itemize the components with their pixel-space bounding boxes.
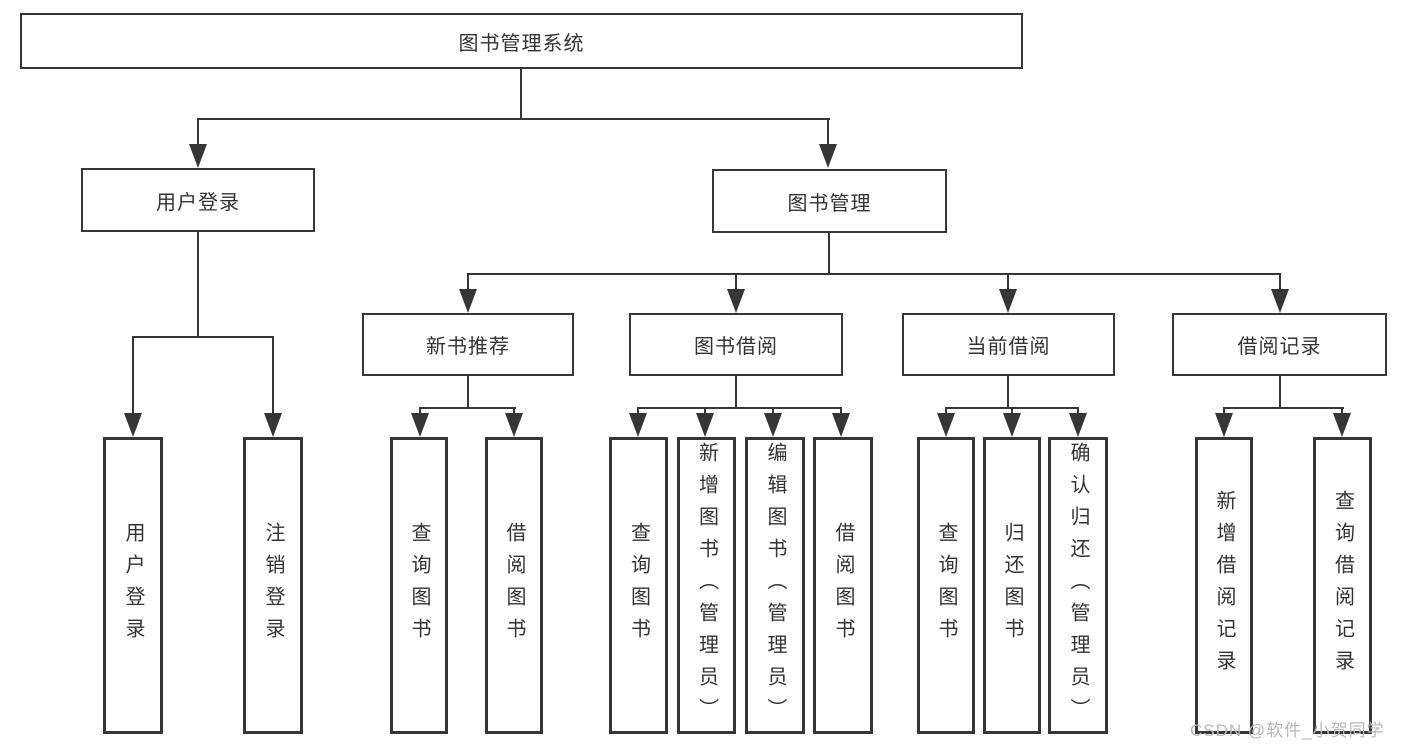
connector-line [735,375,737,409]
arrowhead-down-icon [1215,413,1233,437]
connector-line [1077,408,1079,416]
arrowhead-down-icon [411,413,429,437]
connector-line [1223,408,1225,416]
node-borrow-records: 借阅记录 [1172,313,1387,376]
leaf-label: 借阅图书 [503,521,525,650]
connector-line [945,408,947,416]
connector-line [637,408,639,416]
connector-line [1011,408,1013,416]
connector-line [1279,274,1281,291]
arrowhead-down-icon [727,289,745,313]
leaf-borrow-borrow-books: 借阅图书 [813,437,873,734]
connector-line [197,230,199,338]
connector-line [1341,408,1343,416]
arrowhead-down-icon [189,144,207,168]
arrowhead-down-icon [505,413,523,437]
leaf-label: 确认归还（管理员） [1067,441,1089,730]
connector-line [467,273,1281,275]
leaf-current-return-books: 归还图书 [983,437,1041,734]
leaf-recommend-borrow-books: 借阅图书 [485,437,543,734]
connector-line [827,119,829,147]
leaf-label: 查询图书 [627,521,650,650]
arrowhead-down-icon [937,413,955,437]
connector-line [197,118,830,120]
leaf-label: 查询图书 [935,521,957,650]
connector-line [828,231,830,275]
connector-line [132,337,134,415]
arrowhead-down-icon [819,144,837,168]
leaf-label: 注销登录 [262,521,284,650]
arrowhead-down-icon [629,413,647,437]
leaf-label: 归还图书 [1001,521,1023,650]
connector-line [467,374,469,409]
leaf-label: 查询图书 [408,521,430,650]
leaf-records-query-record: 查询借阅记录 [1313,437,1372,734]
leaf-user-login: 用户登录 [103,437,163,734]
connector-line [520,68,522,120]
leaf-recommend-query-books: 查询图书 [390,437,448,734]
leaf-label: 查询借阅记录 [1331,489,1354,682]
leaf-borrow-query-books: 查询图书 [609,437,668,734]
leaf-label: 新增图书（管理员） [695,441,718,730]
node-book-borrow: 图书借阅 [629,313,843,376]
connector-line [1279,374,1281,409]
arrowhead-down-icon [264,413,282,437]
connector-line [637,407,842,409]
connector-line [840,408,842,416]
connector-line [772,408,774,416]
leaf-label: 借阅图书 [832,521,854,650]
connector-line [704,408,706,416]
connector-line [735,274,737,291]
connector-line [419,407,516,409]
connector-line [467,274,469,291]
leaf-current-confirm-return-admin: 确认归还（管理员） [1048,437,1108,734]
arrowhead-down-icon [1003,413,1021,437]
node-current-borrow: 当前借阅 [902,313,1115,376]
arrowhead-down-icon [1069,413,1087,437]
arrowhead-down-icon [1271,289,1289,313]
leaf-records-add-record: 新增借阅记录 [1195,437,1253,734]
connector-line [132,336,274,338]
arrowhead-down-icon [1333,413,1351,437]
arrowhead-down-icon [459,289,477,313]
leaf-borrow-edit-books-admin: 编辑图书（管理员） [745,437,805,734]
arrowhead-down-icon [696,413,714,437]
leaf-current-query-books: 查询图书 [917,437,975,734]
watermark-text: CSDN @软件_小贺同学 [1190,721,1385,740]
connector-line [197,119,199,147]
leaf-label: 新增借阅记录 [1213,489,1235,682]
connector-line [1223,407,1344,409]
arrowhead-down-icon [832,413,850,437]
connector-line [419,408,421,416]
connector-line [272,337,274,415]
node-new-book-recommend: 新书推荐 [362,313,574,376]
arrowhead-down-icon [124,413,142,437]
connector-line [513,408,515,416]
leaf-borrow-add-books-admin: 新增图书（管理员） [677,437,736,734]
leaf-label: 用户登录 [122,521,144,650]
leaf-label: 编辑图书（管理员） [764,441,786,730]
node-user-login: 用户登录 [81,168,315,232]
node-root: 图书管理系统 [20,13,1023,69]
connector-line [1007,374,1009,409]
node-book-management: 图书管理 [712,169,947,233]
leaf-logout: 注销登录 [243,437,303,734]
arrowhead-down-icon [764,413,782,437]
arrowhead-down-icon [999,289,1017,313]
connector-line [1007,274,1009,291]
